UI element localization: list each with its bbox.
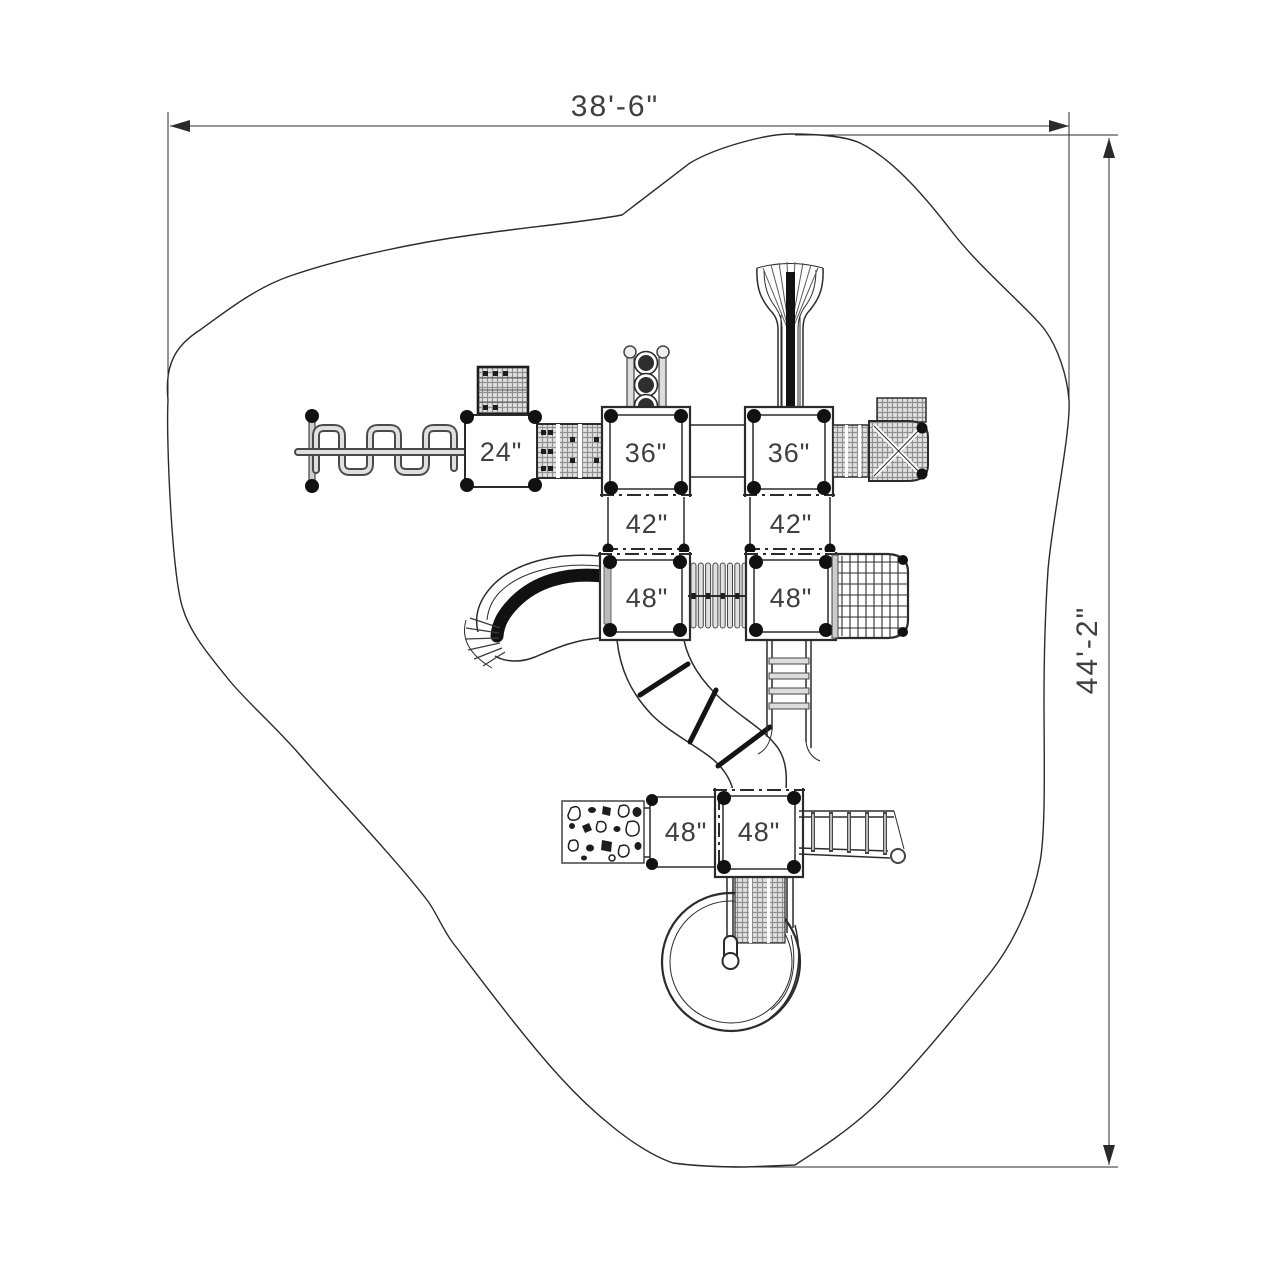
tunnel-rung bbox=[687, 687, 719, 745]
wave-slide-bed bbox=[490, 568, 610, 643]
deck-48-mid-left-label: 48" bbox=[626, 583, 669, 613]
tunnel-rung bbox=[637, 661, 691, 698]
funnel-slide bbox=[756, 261, 824, 455]
deck-24: 24" bbox=[460, 410, 542, 492]
tunnel-rung bbox=[715, 724, 773, 769]
bridge-24-36 bbox=[536, 423, 604, 479]
width-dimension-label: 38'-6" bbox=[571, 90, 659, 123]
s-curve-tunnel bbox=[616, 639, 788, 791]
deck-42-right-label: 42" bbox=[770, 509, 813, 539]
rock-holds bbox=[567, 804, 642, 862]
net-climber bbox=[831, 552, 910, 640]
deck-36-left-label: 36" bbox=[625, 438, 668, 468]
deck-42-left-label: 42" bbox=[626, 509, 669, 539]
deck-42-right: 42" bbox=[744, 497, 836, 555]
arrow-up-icon bbox=[1103, 138, 1115, 158]
spiral-slide-ramp bbox=[734, 876, 786, 944]
wave-slide-fan bbox=[464, 617, 506, 667]
deck-gap-rails bbox=[690, 424, 745, 478]
climbing-panel bbox=[476, 365, 530, 416]
deck-36-right-label: 36" bbox=[768, 438, 811, 468]
deck-48-low-left-label: 48" bbox=[665, 817, 708, 847]
arrow-down-icon bbox=[1103, 1145, 1115, 1165]
transfer-square bbox=[868, 397, 929, 482]
deck-36-left: 36" bbox=[600, 405, 692, 497]
arrow-right-icon bbox=[1049, 120, 1069, 132]
pod-climber bbox=[623, 345, 670, 419]
height-dimension-label: 44'-2" bbox=[1071, 606, 1104, 694]
vertical-ladder bbox=[757, 640, 821, 762]
overhead-ladder bbox=[798, 810, 906, 864]
deck-48-low-right: 48" bbox=[713, 788, 805, 879]
rock-wall-panel bbox=[561, 800, 652, 864]
play-area-boundary bbox=[166, 133, 1070, 1168]
deck-24-label: 24" bbox=[480, 437, 523, 467]
funnel-slide-pole bbox=[786, 272, 795, 455]
spiral-slide bbox=[660, 876, 802, 1033]
deck-42-left: 42" bbox=[602, 497, 690, 555]
dimension-width: 38'-6" bbox=[167, 90, 1070, 400]
snake-climber bbox=[294, 409, 475, 493]
ramp-right bbox=[832, 424, 872, 478]
deck-48-low-left: 48" bbox=[646, 794, 723, 870]
deck-48-mid-right-label: 48" bbox=[770, 583, 813, 613]
deck-48-mid-right: 48" bbox=[744, 552, 838, 642]
ring-bridge bbox=[688, 562, 748, 629]
deck-48-low-right-label: 48" bbox=[738, 817, 781, 847]
deck-48-mid-left: 48" bbox=[598, 552, 692, 642]
deck-36-right: 36" bbox=[743, 405, 835, 497]
wave-slide bbox=[464, 554, 610, 669]
slide-entry-bar bbox=[603, 565, 612, 625]
arrow-left-icon bbox=[170, 120, 190, 132]
dimension-height: 44'-2" bbox=[745, 134, 1118, 1168]
